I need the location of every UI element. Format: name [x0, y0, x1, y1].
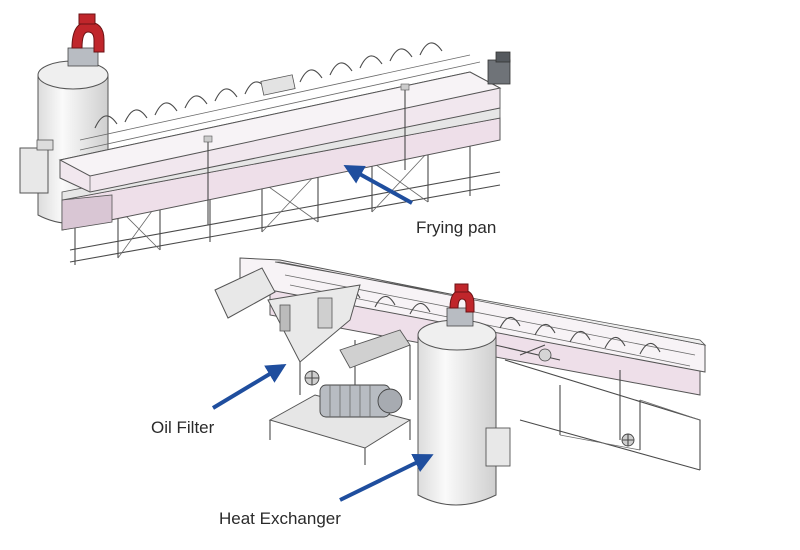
oil-filter-arrow-icon: [211, 363, 287, 410]
frying-pan-label: Frying pan: [416, 218, 497, 237]
valve-icon: [304, 370, 320, 386]
heat-exchanger-arrow-icon: [339, 454, 434, 502]
blower-icon: [67, 13, 105, 67]
oil-filter-label: Oil Filter: [151, 418, 215, 437]
oil-filter-unit: [267, 284, 361, 363]
top-conveyor-arcs: [79, 42, 481, 151]
bottom-heat-exchanger-tank: [417, 283, 511, 506]
motor-icon: [319, 384, 403, 418]
blower-icon: [446, 283, 475, 327]
valve-icon: [621, 433, 635, 447]
top-fryer-machine: [19, 13, 511, 265]
heat-exchanger-label: Heat Exchanger: [219, 509, 341, 528]
frying-pan-arrow-icon: [343, 165, 413, 205]
bottom-fryer-machine: [211, 257, 707, 506]
motor-icon: [487, 51, 511, 85]
top-fryer-body: [58, 42, 511, 231]
top-frame: [69, 146, 501, 265]
pump-skid: [268, 329, 412, 465]
bottom-frame: [504, 359, 701, 471]
